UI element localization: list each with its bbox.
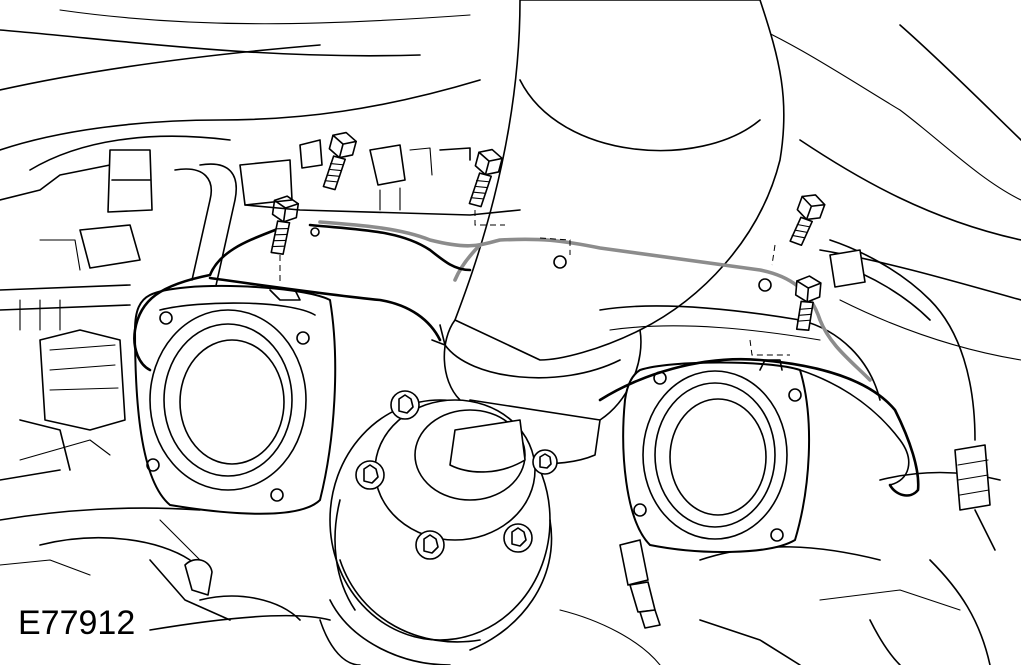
right-manifold-flange [622, 359, 910, 553]
flange-bolt-3 [415, 530, 445, 560]
flange-bolt-1 [390, 390, 420, 420]
flange-bolt-5 [532, 449, 558, 475]
flange-bolt-2 [355, 460, 385, 490]
heat-shield-right [599, 305, 881, 401]
right-sensor-lead [829, 239, 996, 551]
black-sensor-lead [133, 223, 920, 497]
engine-body-outlines [0, 9, 1021, 665]
driveshaft-flange [319, 399, 553, 665]
manifold-bolt-1 [322, 131, 357, 191]
figure-id-leader [149, 614, 331, 631]
engine-block-left [19, 224, 213, 596]
manifold-bolt-2 [468, 148, 503, 208]
grey-harness [318, 220, 872, 382]
lower-stud [619, 539, 661, 629]
manifold-bolt-3 [270, 195, 300, 255]
manifold-bolt-4 [789, 194, 826, 246]
manifold-bolt-5 [794, 275, 822, 332]
upper-bracket-details [239, 139, 521, 216]
flange-bolts [355, 390, 558, 560]
manifold-bolts [270, 131, 826, 332]
left-manifold-flange [134, 284, 337, 515]
figure-id-label: E77912 [16, 604, 138, 642]
flange-bolt-4 [503, 523, 533, 553]
